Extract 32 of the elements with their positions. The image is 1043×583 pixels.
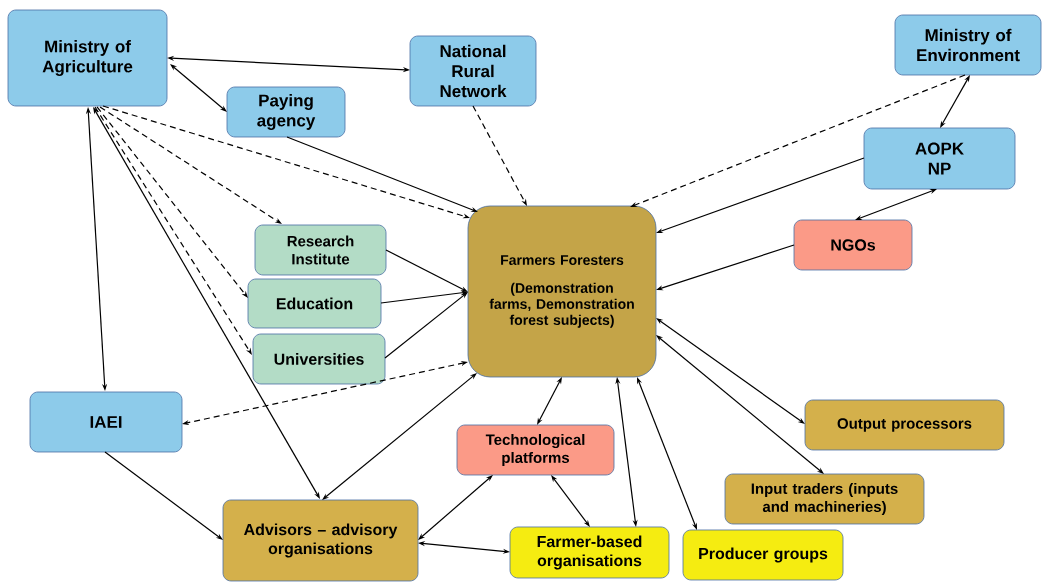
arrow	[940, 75, 970, 128]
arrow	[418, 475, 493, 540]
arrow	[93, 107, 320, 499]
arrow	[656, 335, 824, 474]
agency-box: Ministry of Agriculture	[7, 9, 168, 107]
arrow	[96, 106, 248, 298]
agency-box: Paying agency	[226, 86, 346, 138]
arrow	[99, 106, 282, 224]
knowledge-box: Education	[247, 278, 382, 329]
arrow	[94, 106, 252, 355]
agency-box: IAEI	[29, 391, 183, 453]
actor-box: Farmer-based organisations	[509, 526, 670, 579]
central-box: Farmers Foresters (Demonstration farms, Demonstration forest subjects)	[467, 205, 657, 378]
knowledge-box: Universities	[252, 333, 386, 385]
actor-box: Output processors	[804, 399, 1005, 451]
arrow	[385, 249, 468, 292]
arrow	[656, 318, 805, 424]
arrow	[170, 64, 227, 112]
actor-box: Producer groups	[682, 529, 844, 581]
knowledge-box: Research Institute	[254, 224, 387, 276]
arrow	[384, 292, 468, 359]
arrow	[472, 105, 527, 206]
arrow	[551, 475, 590, 527]
agency-box: Ministry of Environment	[894, 14, 1042, 76]
agency-box: National Rural Network	[409, 35, 537, 107]
actor-box: NGOs	[793, 219, 913, 271]
arrow	[322, 373, 477, 500]
arrow	[104, 451, 223, 540]
actor-box: Input traders (inputs and machineries)	[724, 473, 925, 525]
agency-box: AOPK NP	[863, 127, 1016, 190]
actor-box: Advisors – advisory organisations	[222, 499, 419, 582]
actor-box: Technological platforms	[456, 424, 615, 476]
